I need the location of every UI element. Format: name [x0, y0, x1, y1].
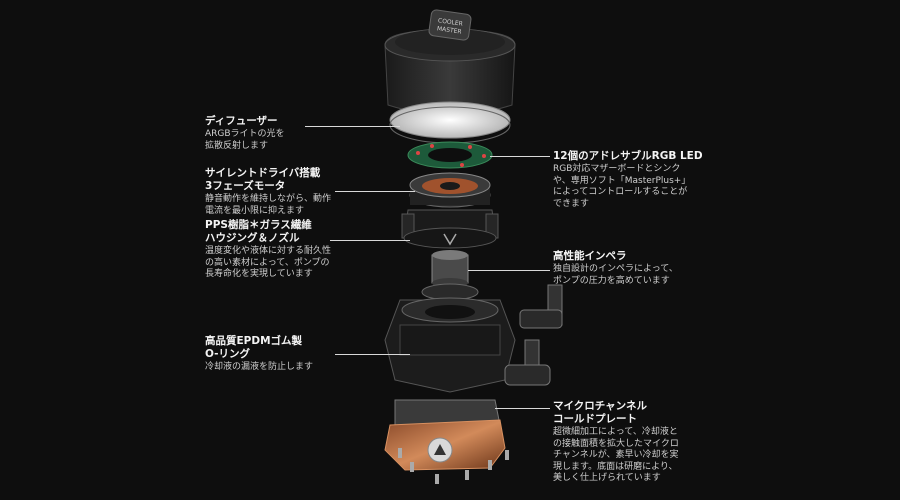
cooler-master-logo: COOLER MASTER: [437, 17, 464, 35]
leader-line-leds: [490, 156, 550, 157]
pump-base-block: [384, 297, 516, 393]
callout-impeller: 高性能インペラ 独自設計のインペラによって、 ポンプの圧力を高めています: [553, 250, 728, 287]
callout-desc: 超微細加工によって、冷却液と の接触面積を拡大したマイクロ チャンネルが、素早い…: [553, 427, 679, 483]
svg-text:COOLER: COOLER: [438, 17, 464, 27]
callout-diffuser: ディフューザー ARGBライトの光を 拡散反射します: [205, 115, 375, 152]
copper-cold-plate: [384, 399, 506, 471]
leader-line-diffuser: [305, 126, 400, 127]
diffuser-disc: [389, 101, 511, 144]
callout-title: 12個のアドレサブルRGB LED: [553, 150, 703, 162]
callout-leds: 12個のアドレサブルRGB LED RGB対応マザーボードとシンク や、専用ソフ…: [553, 150, 728, 210]
callout-desc: ARGBライトの光を 拡散反射します: [205, 129, 285, 151]
leader-line-housing: [330, 240, 410, 241]
leader-line-oring: [335, 354, 410, 355]
callout-title: 高品質EPDMゴム製 O-リング: [205, 335, 303, 360]
leader-line-coldplate: [495, 408, 550, 409]
callout-title: 高性能インペラ: [553, 250, 627, 262]
callout-title: ディフューザー: [205, 115, 278, 127]
callout-housing: PPS樹脂＊ガラス繊維 ハウジング＆ノズル 温度変化や液体に対する耐久性 の高い…: [205, 219, 375, 281]
leader-line-impeller: [468, 270, 550, 271]
pump-top-cap: COOLER MASTER: [384, 9, 516, 116]
callout-desc: 冷却液の漏液を防止します: [205, 362, 314, 372]
callout-desc: 独自設計のインペラによって、 ポンプの圧力を高めています: [553, 264, 678, 286]
leader-line-motor: [335, 191, 415, 192]
callout-desc: 静音動作を維持しながら、動作 電流を最小限に抑えます: [205, 194, 332, 216]
three-phase-motor: [409, 172, 491, 208]
callout-desc: RGB対応マザーボードとシンク や、専用ソフト「MasterPlus+」 によっ…: [553, 164, 691, 209]
callout-desc: 温度変化や液体に対する耐久性 の高い素材によって、ポンプの 長寿命化を実現してい…: [205, 246, 332, 279]
callout-coldplate: マイクロチャンネル コールドプレート 超微細加工によって、冷却液と の接触面積を…: [553, 400, 728, 485]
mounting-screws: [398, 448, 509, 484]
callout-oring: 高品質EPDMゴム製 O-リング 冷却液の漏液を防止します: [205, 335, 375, 374]
led-ring-board: [407, 141, 493, 169]
pps-housing: [401, 209, 499, 249]
callout-title: マイクロチャンネル コールドプレート: [553, 400, 647, 425]
callout-title: サイレントドライバ搭載 3フェーズモータ: [205, 167, 321, 192]
inlet-outlet-fittings: [504, 284, 563, 386]
impeller: [421, 250, 479, 301]
svg-text:MASTER: MASTER: [437, 25, 462, 35]
callout-title: PPS樹脂＊ガラス繊維 ハウジング＆ノズル: [205, 219, 312, 244]
callout-motor: サイレントドライバ搭載 3フェーズモータ 静音動作を維持しながら、動作 電流を最…: [205, 167, 375, 217]
